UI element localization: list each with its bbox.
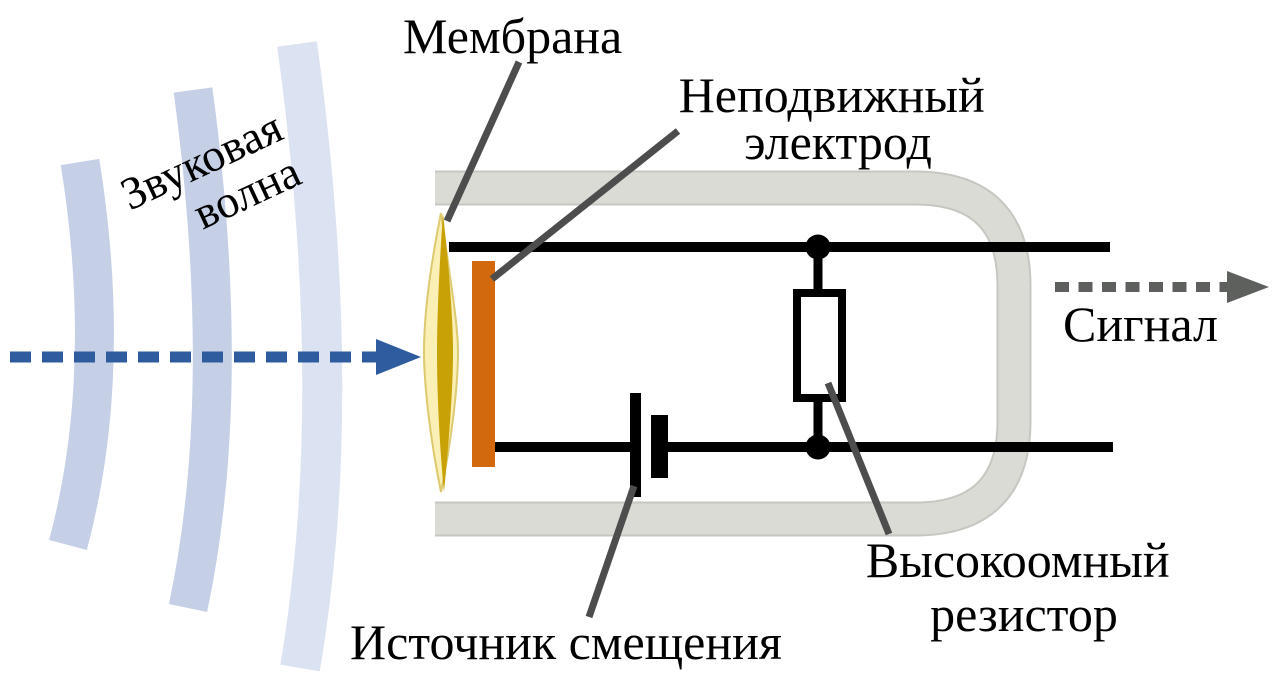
fixed-electrode (472, 261, 495, 467)
resistor-label-line2: резистор (930, 586, 1118, 642)
membrane-leader-line (443, 60, 523, 223)
membrane-label: Мембрана (403, 8, 622, 64)
resistor-leader-line (824, 381, 893, 536)
signal-arrow-head-icon (1227, 271, 1269, 303)
fixed-electrode-label: Неподвижный электрод (679, 67, 998, 170)
microphone-body-fill (435, 172, 1030, 535)
fixed-electrode-label-line1: Неподвижный (679, 67, 985, 123)
electrode-leader-line (489, 128, 681, 282)
sound-wave-arc-1 (49, 158, 114, 551)
bias-source-leader-line (585, 484, 638, 619)
fixed-electrode-label-line2: электрод (744, 114, 932, 170)
membrane-gold-layer (437, 213, 453, 492)
leader-lines (443, 60, 893, 619)
battery-long-plate (630, 393, 641, 497)
sound-wave-arc-3 (277, 41, 343, 672)
battery-symbol (630, 393, 668, 497)
junction-dot-top (805, 234, 831, 260)
sound-wave-arcs (49, 41, 343, 672)
battery-short-plate (651, 415, 668, 478)
sound-wave-arrow (10, 339, 421, 375)
signal-label: Сигнал (1063, 296, 1218, 352)
bias-source-label: Источник смещения (350, 614, 782, 670)
resistor-label: Высокоомный резистор (866, 532, 1182, 642)
signal-arrow (1055, 271, 1269, 303)
circuit-wires (449, 242, 1113, 452)
microphone-body-edge (435, 170, 1032, 537)
resistor-symbol (793, 289, 846, 402)
sound-arrow-head-icon (376, 339, 421, 375)
membrane (422, 212, 460, 493)
resistor-label-line1: Высокоомный (866, 532, 1170, 588)
sound-wave-arc-2 (168, 87, 232, 613)
microphone-body (435, 170, 1032, 537)
junction-dot-bottom (805, 434, 831, 460)
